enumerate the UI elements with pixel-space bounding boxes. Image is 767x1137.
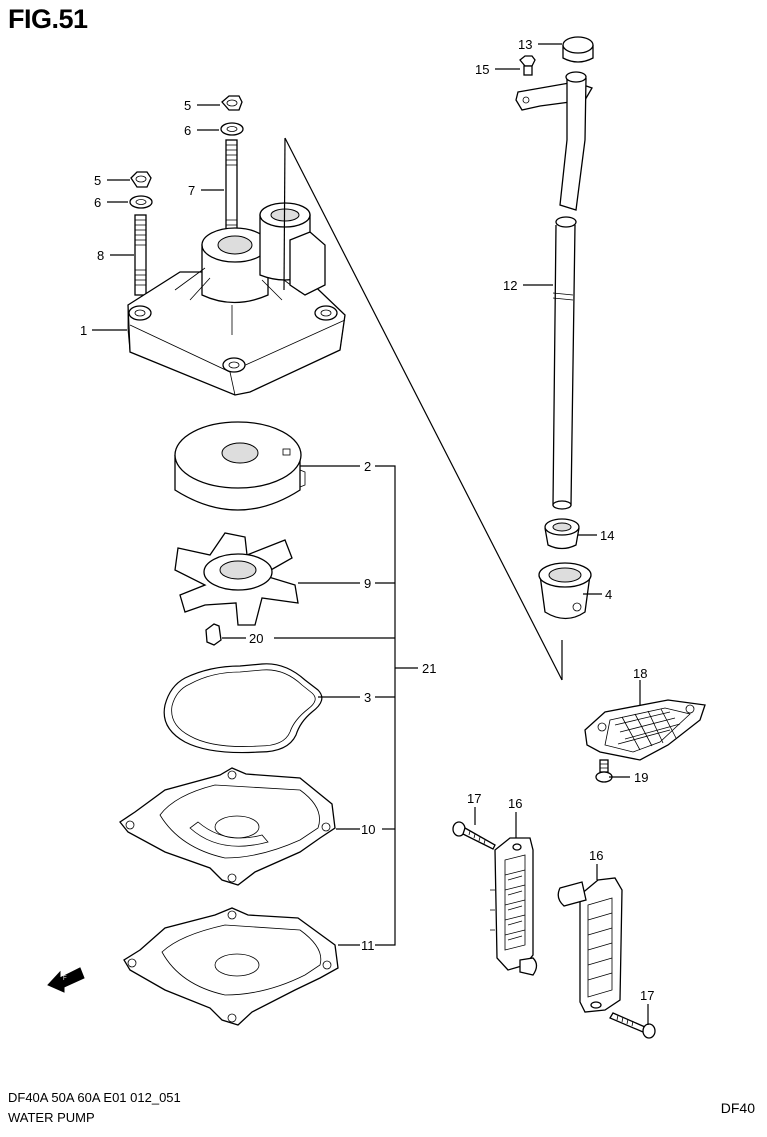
- part-15-bolt: [519, 55, 536, 76]
- callout-16-left: 16: [508, 796, 522, 811]
- callout-5-lower: 5: [94, 173, 101, 188]
- svg-text:F: F: [63, 976, 67, 982]
- part-13-grommet: [562, 36, 594, 63]
- callout-1: 1: [80, 323, 87, 338]
- callout-6-lower: 6: [94, 195, 101, 210]
- footer-catalog-code: DF40A 50A 60A E01 012_051: [8, 1090, 181, 1105]
- part-16-strainer-right: [557, 877, 623, 1013]
- part-12-water-tube: [515, 71, 593, 510]
- callout-14: 14: [600, 528, 614, 543]
- part-18-strainer: [584, 699, 706, 761]
- callout-13: 13: [518, 37, 532, 52]
- part-6-washer-upper: [220, 122, 244, 136]
- callout-4: 4: [605, 587, 612, 602]
- guide-line: [283, 137, 563, 681]
- callout-9: 9: [364, 576, 371, 591]
- callout-10: 10: [361, 822, 375, 837]
- leader-lines: [92, 43, 649, 1025]
- part-19-screw: [595, 759, 613, 783]
- part-8-stud-bolt: [134, 214, 147, 296]
- callout-17-left: 17: [467, 791, 481, 806]
- part-6-washer-lower: [129, 195, 153, 209]
- callout-12: 12: [503, 278, 517, 293]
- callout-20: 20: [249, 631, 263, 646]
- callout-labels: 5 6 7 5 6 8 1 2 9 20 21 3 10 11 13 15 12…: [80, 37, 654, 1003]
- part-11-gasket: [123, 907, 339, 1026]
- part-14-grommet: [544, 518, 580, 550]
- callout-2: 2: [364, 459, 371, 474]
- part-20-key: [205, 623, 222, 646]
- part-9-impeller: [174, 532, 299, 626]
- callout-21: 21: [422, 661, 436, 676]
- callout-15: 15: [475, 62, 489, 77]
- part-1-pump-case: [127, 202, 346, 396]
- callout-19: 19: [634, 770, 648, 785]
- callout-11: 11: [361, 938, 375, 953]
- callout-18: 18: [633, 666, 647, 681]
- callout-6-upper: 6: [184, 123, 191, 138]
- part-2-impeller-housing: [174, 421, 306, 511]
- part-4-collar: [538, 562, 592, 620]
- part-5-nut-lower: [130, 171, 152, 188]
- part-10-pump-plate: [119, 767, 336, 886]
- callout-8: 8: [97, 248, 104, 263]
- callout-5-upper: 5: [184, 98, 191, 113]
- figure-title: FIG.51: [8, 4, 88, 34]
- part-16-strainer-left: [490, 837, 538, 976]
- callout-16-right: 16: [589, 848, 603, 863]
- callout-17-right: 17: [640, 988, 654, 1003]
- part-17-screw-right: [609, 1012, 656, 1039]
- callout-7: 7: [188, 183, 195, 198]
- part-3-o-ring: [163, 663, 323, 754]
- fwd-arrow-icon: F: [47, 967, 85, 993]
- footer-section-name: WATER PUMP: [8, 1110, 95, 1125]
- part-17-screw-left: [452, 821, 496, 850]
- model-label: DF40: [720, 1100, 755, 1116]
- part-5-nut-upper: [221, 95, 243, 111]
- callout-3: 3: [364, 690, 371, 705]
